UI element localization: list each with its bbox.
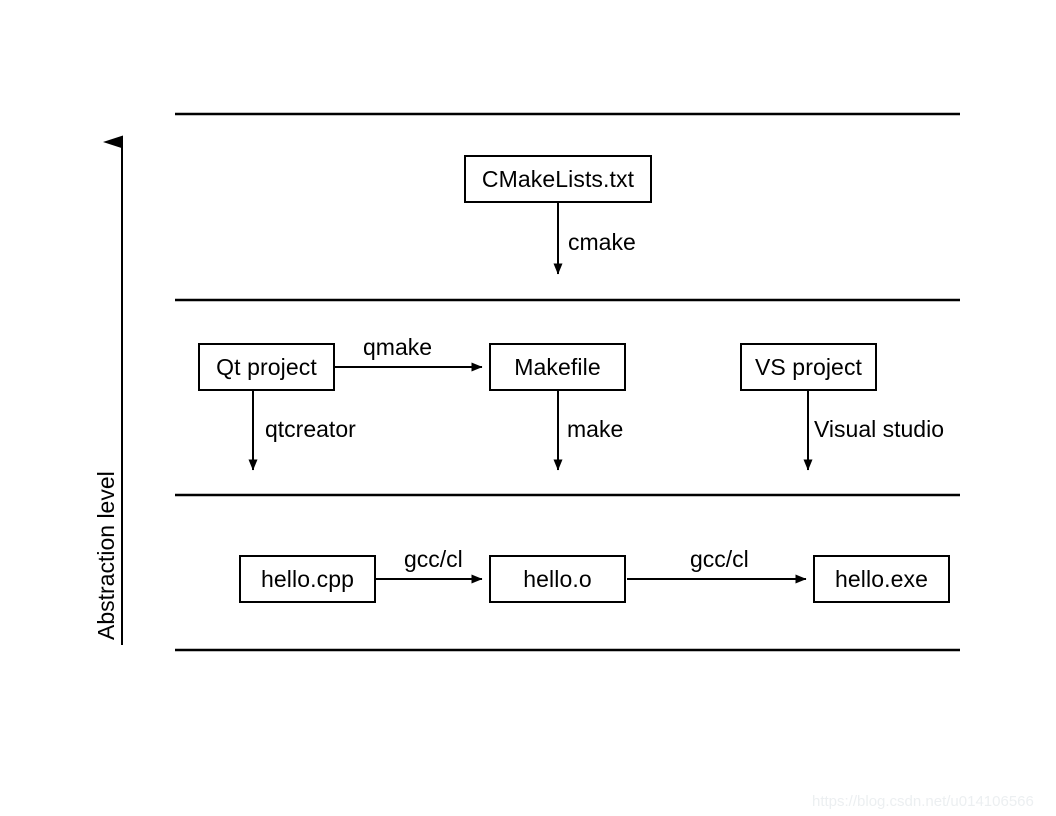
edge-label-gcc-cl-compile: gcc/cl bbox=[404, 546, 463, 572]
node-makefile[interactable]: Makefile bbox=[489, 343, 626, 391]
abstraction-level-label: Abstraction level bbox=[93, 471, 119, 640]
node-hello-exe[interactable]: hello.exe bbox=[813, 555, 950, 603]
edge-label-gcc-cl-link: gcc/cl bbox=[690, 546, 749, 572]
edge-label-make: make bbox=[567, 416, 624, 442]
edge-label-visual-studio: Visual studio bbox=[814, 416, 944, 442]
level-separators bbox=[175, 112, 960, 652]
node-cmakelists[interactable]: CMakeLists.txt bbox=[464, 155, 652, 203]
node-hello-cpp[interactable]: hello.cpp bbox=[239, 555, 376, 603]
edge-label-cmake: cmake bbox=[568, 229, 636, 255]
edge-label-qtcreator: qtcreator bbox=[265, 416, 356, 442]
node-vs-project[interactable]: VS project bbox=[740, 343, 877, 391]
node-qt-project[interactable]: Qt project bbox=[198, 343, 335, 391]
node-hello-o[interactable]: hello.o bbox=[489, 555, 626, 603]
edge-label-qmake: qmake bbox=[363, 334, 433, 360]
watermark-text: https://blog.csdn.net/u014106566 bbox=[812, 793, 1034, 810]
